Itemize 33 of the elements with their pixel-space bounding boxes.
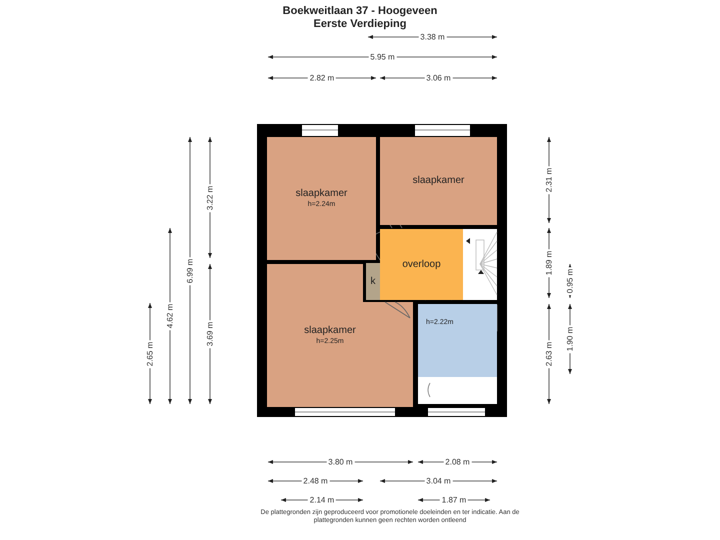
- dimension-label: 3.38 m: [418, 32, 447, 42]
- room-name: slaapkamer: [304, 325, 356, 337]
- room-name: overloop: [402, 258, 441, 270]
- dimension-label: 2.14 m: [308, 496, 336, 504]
- dimension-label: 5.95 m: [368, 52, 397, 62]
- dimension-label: 6.99 m: [186, 256, 194, 285]
- dimension-label: 3.80 m: [326, 458, 355, 466]
- room: [267, 264, 363, 407]
- room: [380, 137, 497, 225]
- dimension-label: 3.04 m: [424, 476, 453, 486]
- dimension-label: 3.06 m: [424, 74, 453, 82]
- dimension-label: 2.48 m: [301, 476, 330, 486]
- dimension-label: 2.65 m: [146, 339, 154, 368]
- room: [366, 263, 380, 300]
- dimension-label: 2.31 m: [544, 166, 554, 194]
- dimension-label: 4.62 m: [166, 302, 174, 330]
- room-name: slaapkamer: [412, 175, 464, 187]
- room: [418, 304, 497, 377]
- room-name: k: [370, 276, 376, 288]
- dimension-label: 2.82 m: [308, 74, 336, 82]
- room-name: slaapkamer: [296, 188, 348, 200]
- dimension-label: 0.95 m: [566, 266, 574, 296]
- room: [267, 137, 376, 260]
- dimension-label: 3.22 m: [206, 183, 214, 212]
- dimension-label: 2.08 m: [443, 458, 472, 466]
- title: Boekweitlaan 37 - Hoogeveen: [282, 5, 438, 18]
- dimension-label: 1.89 m: [544, 248, 554, 278]
- dimension-label: 1.87 m: [440, 496, 468, 504]
- dimension-label: 3.69 m: [206, 320, 214, 348]
- dimension-label: 2.63 m: [544, 340, 554, 368]
- dimension-label: 1.90 m: [566, 324, 574, 354]
- subtitle: Eerste Verdieping: [312, 18, 408, 31]
- room: [380, 229, 463, 300]
